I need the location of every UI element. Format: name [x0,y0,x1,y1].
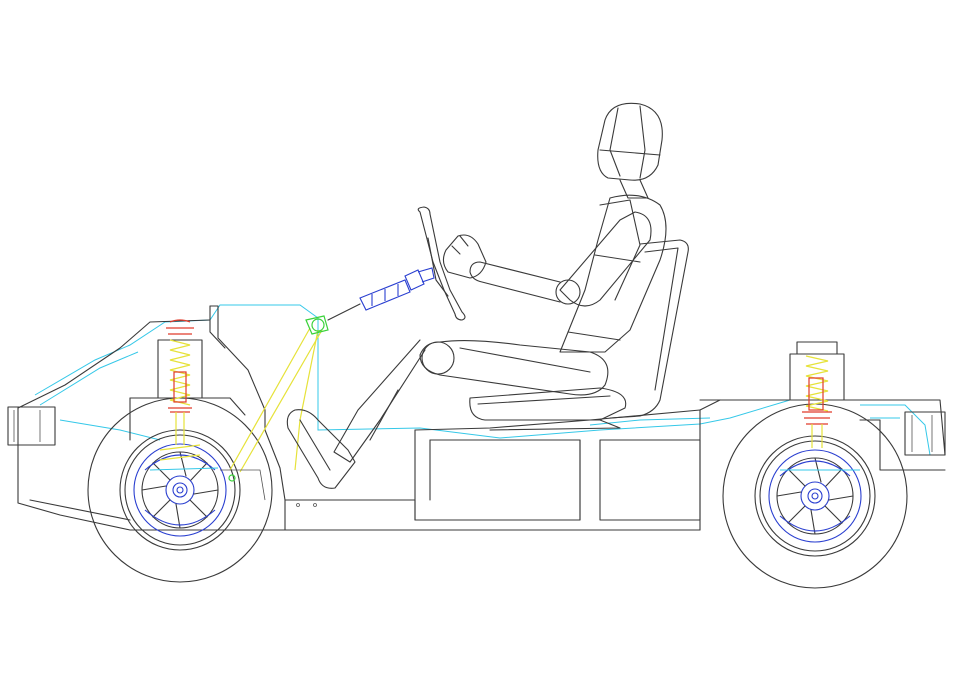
drivetrain-detail [149,467,860,507]
driver-figure [286,102,667,489]
steering-column [229,267,435,473]
steering-wheel [417,206,466,321]
rear-suspension-strut [789,341,845,448]
front-suspension-strut [157,319,203,461]
front-wheel [87,397,273,583]
seat [469,239,689,431]
chassis-frame [7,305,946,531]
body-panel-outline [34,304,931,456]
rear-wheel [722,403,908,589]
